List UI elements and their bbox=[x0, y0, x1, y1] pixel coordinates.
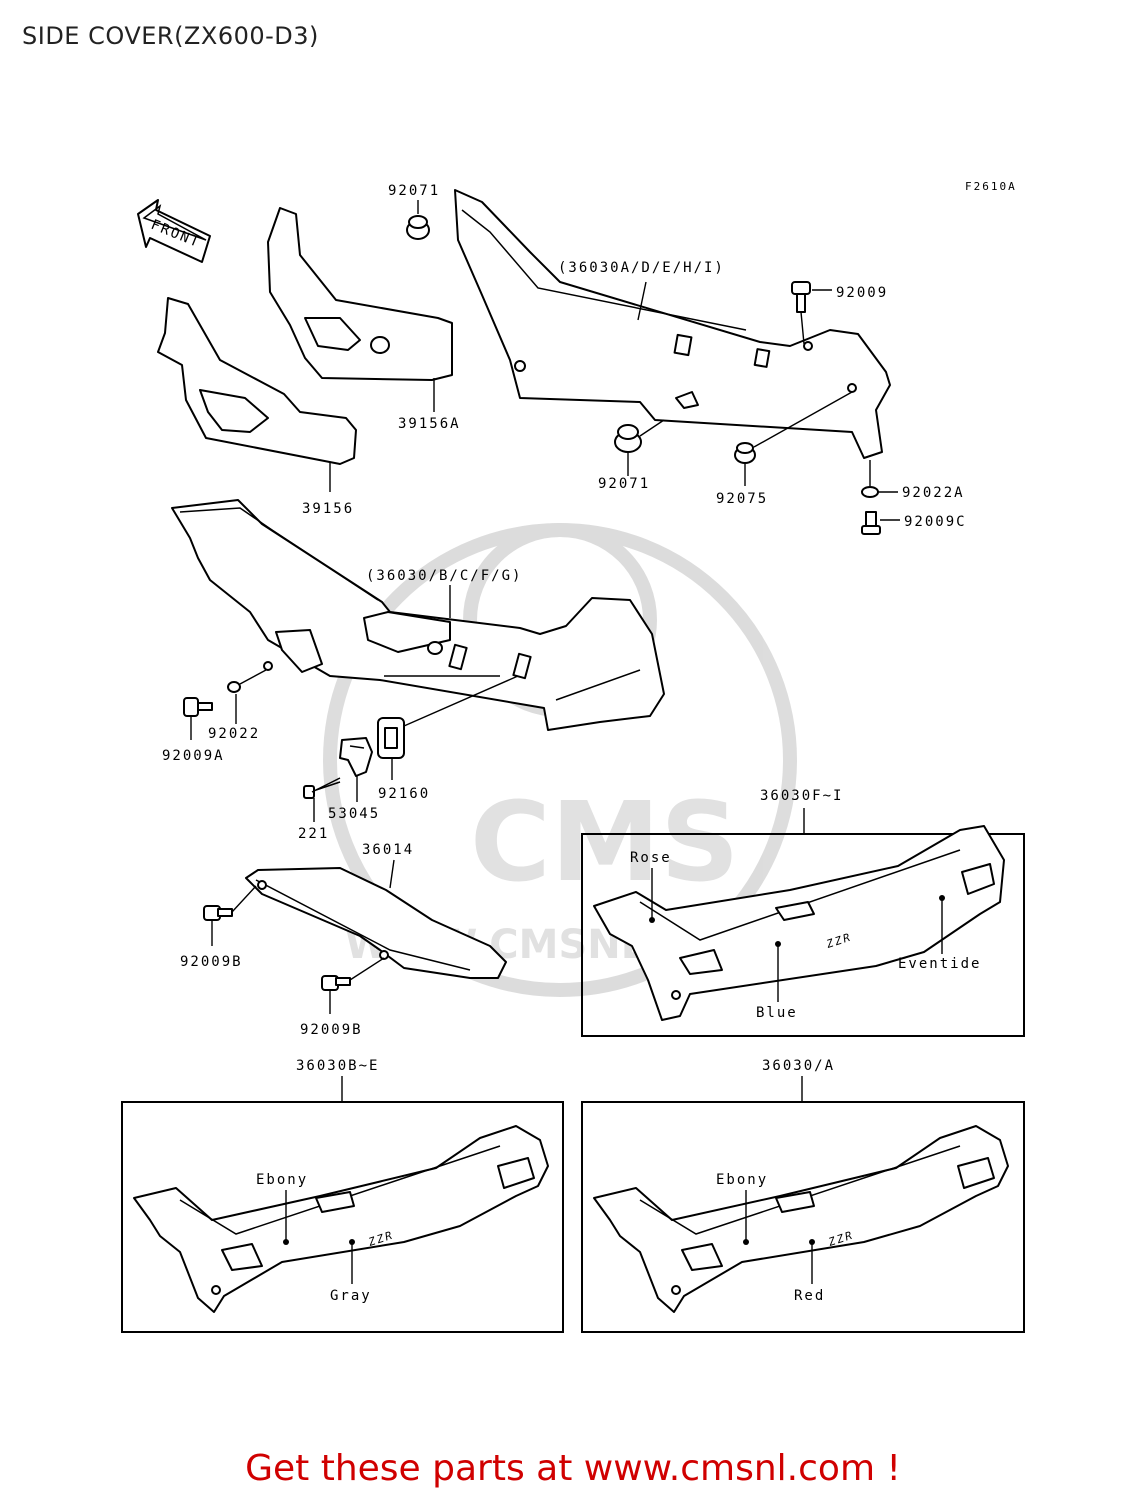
color-label-ebony-2: Ebony bbox=[716, 1172, 768, 1188]
callout-92075: 92075 bbox=[716, 491, 768, 507]
bolt-92009C-icon bbox=[861, 511, 881, 535]
panel-title-36030F-I: 36030F~I bbox=[760, 788, 843, 804]
part-39156 bbox=[157, 297, 357, 465]
callout-92071-top: 92071 bbox=[388, 183, 440, 199]
callout-92009A: 92009A bbox=[162, 748, 225, 764]
callout-36030-adehi: (36030A/D/E/H/I) bbox=[558, 260, 725, 276]
color-label-ebony-1: Ebony bbox=[256, 1172, 308, 1188]
color-label-blue: Blue bbox=[756, 1005, 798, 1021]
bolt-92009B-1-icon bbox=[203, 905, 233, 921]
callout-36014: 36014 bbox=[362, 842, 414, 858]
washer-92022A-icon bbox=[861, 486, 879, 498]
part-lower-side-cover bbox=[171, 499, 665, 731]
callout-36030-bcfg: (36030/B/C/F/G) bbox=[366, 568, 522, 584]
page-title: SIDE COVER(ZX600-D3) bbox=[22, 22, 319, 50]
bolt-92009-icon bbox=[791, 281, 811, 313]
part-39156A bbox=[267, 207, 453, 381]
grommet-92071-top-icon bbox=[406, 215, 430, 240]
callout-92071-bottom: 92071 bbox=[598, 476, 650, 492]
color-label-rose: Rose bbox=[630, 850, 672, 866]
bolt-92009B-2-icon bbox=[321, 975, 351, 991]
part-36014 bbox=[245, 867, 507, 979]
bolt-92009A-icon bbox=[183, 697, 213, 717]
damper-92160-icon bbox=[377, 717, 405, 759]
footer-link-text[interactable]: Get these parts at www.cmsnl.com ! bbox=[245, 1448, 901, 1489]
callout-92022: 92022 bbox=[208, 726, 260, 742]
panel-36030B-E: 36030B~E ZZR Ebony Gray bbox=[121, 1058, 564, 1333]
watermark-logo: CMS bbox=[470, 778, 739, 906]
panel-36030F-I: 36030F~I ZZR Rose Blue Eventide bbox=[581, 788, 1025, 1037]
callout-92009: 92009 bbox=[836, 285, 888, 301]
color-label-red: Red bbox=[794, 1288, 825, 1304]
panel-36030-A: 36030/A ZZR Ebony Red bbox=[581, 1058, 1025, 1333]
grommet-92071-bottom-icon bbox=[614, 424, 642, 453]
front-arrow-icon: FRONT bbox=[137, 199, 211, 263]
part-upper-side-cover bbox=[454, 189, 891, 459]
clip-53045-icon bbox=[339, 737, 373, 777]
callout-92009B-1: 92009B bbox=[180, 954, 243, 970]
panel-title-36030-A: 36030/A bbox=[762, 1058, 835, 1074]
callout-92009B-2: 92009B bbox=[300, 1022, 363, 1038]
grommet-92075-icon bbox=[734, 442, 756, 464]
washer-92022-icon bbox=[227, 681, 241, 693]
callout-92022A: 92022A bbox=[902, 485, 965, 501]
callout-92009C: 92009C bbox=[904, 514, 967, 530]
figure-code: F2610A bbox=[965, 180, 1017, 193]
callout-221: 221 bbox=[298, 826, 329, 842]
callout-92160: 92160 bbox=[378, 786, 430, 802]
color-label-eventide: Eventide bbox=[898, 956, 981, 972]
callout-53045: 53045 bbox=[328, 806, 380, 822]
screw-221-icon bbox=[303, 777, 341, 799]
panel-title-36030B-E: 36030B~E bbox=[296, 1058, 379, 1074]
color-label-gray: Gray bbox=[330, 1288, 372, 1304]
callout-39156A: 39156A bbox=[398, 416, 461, 432]
callout-39156: 39156 bbox=[302, 501, 354, 517]
